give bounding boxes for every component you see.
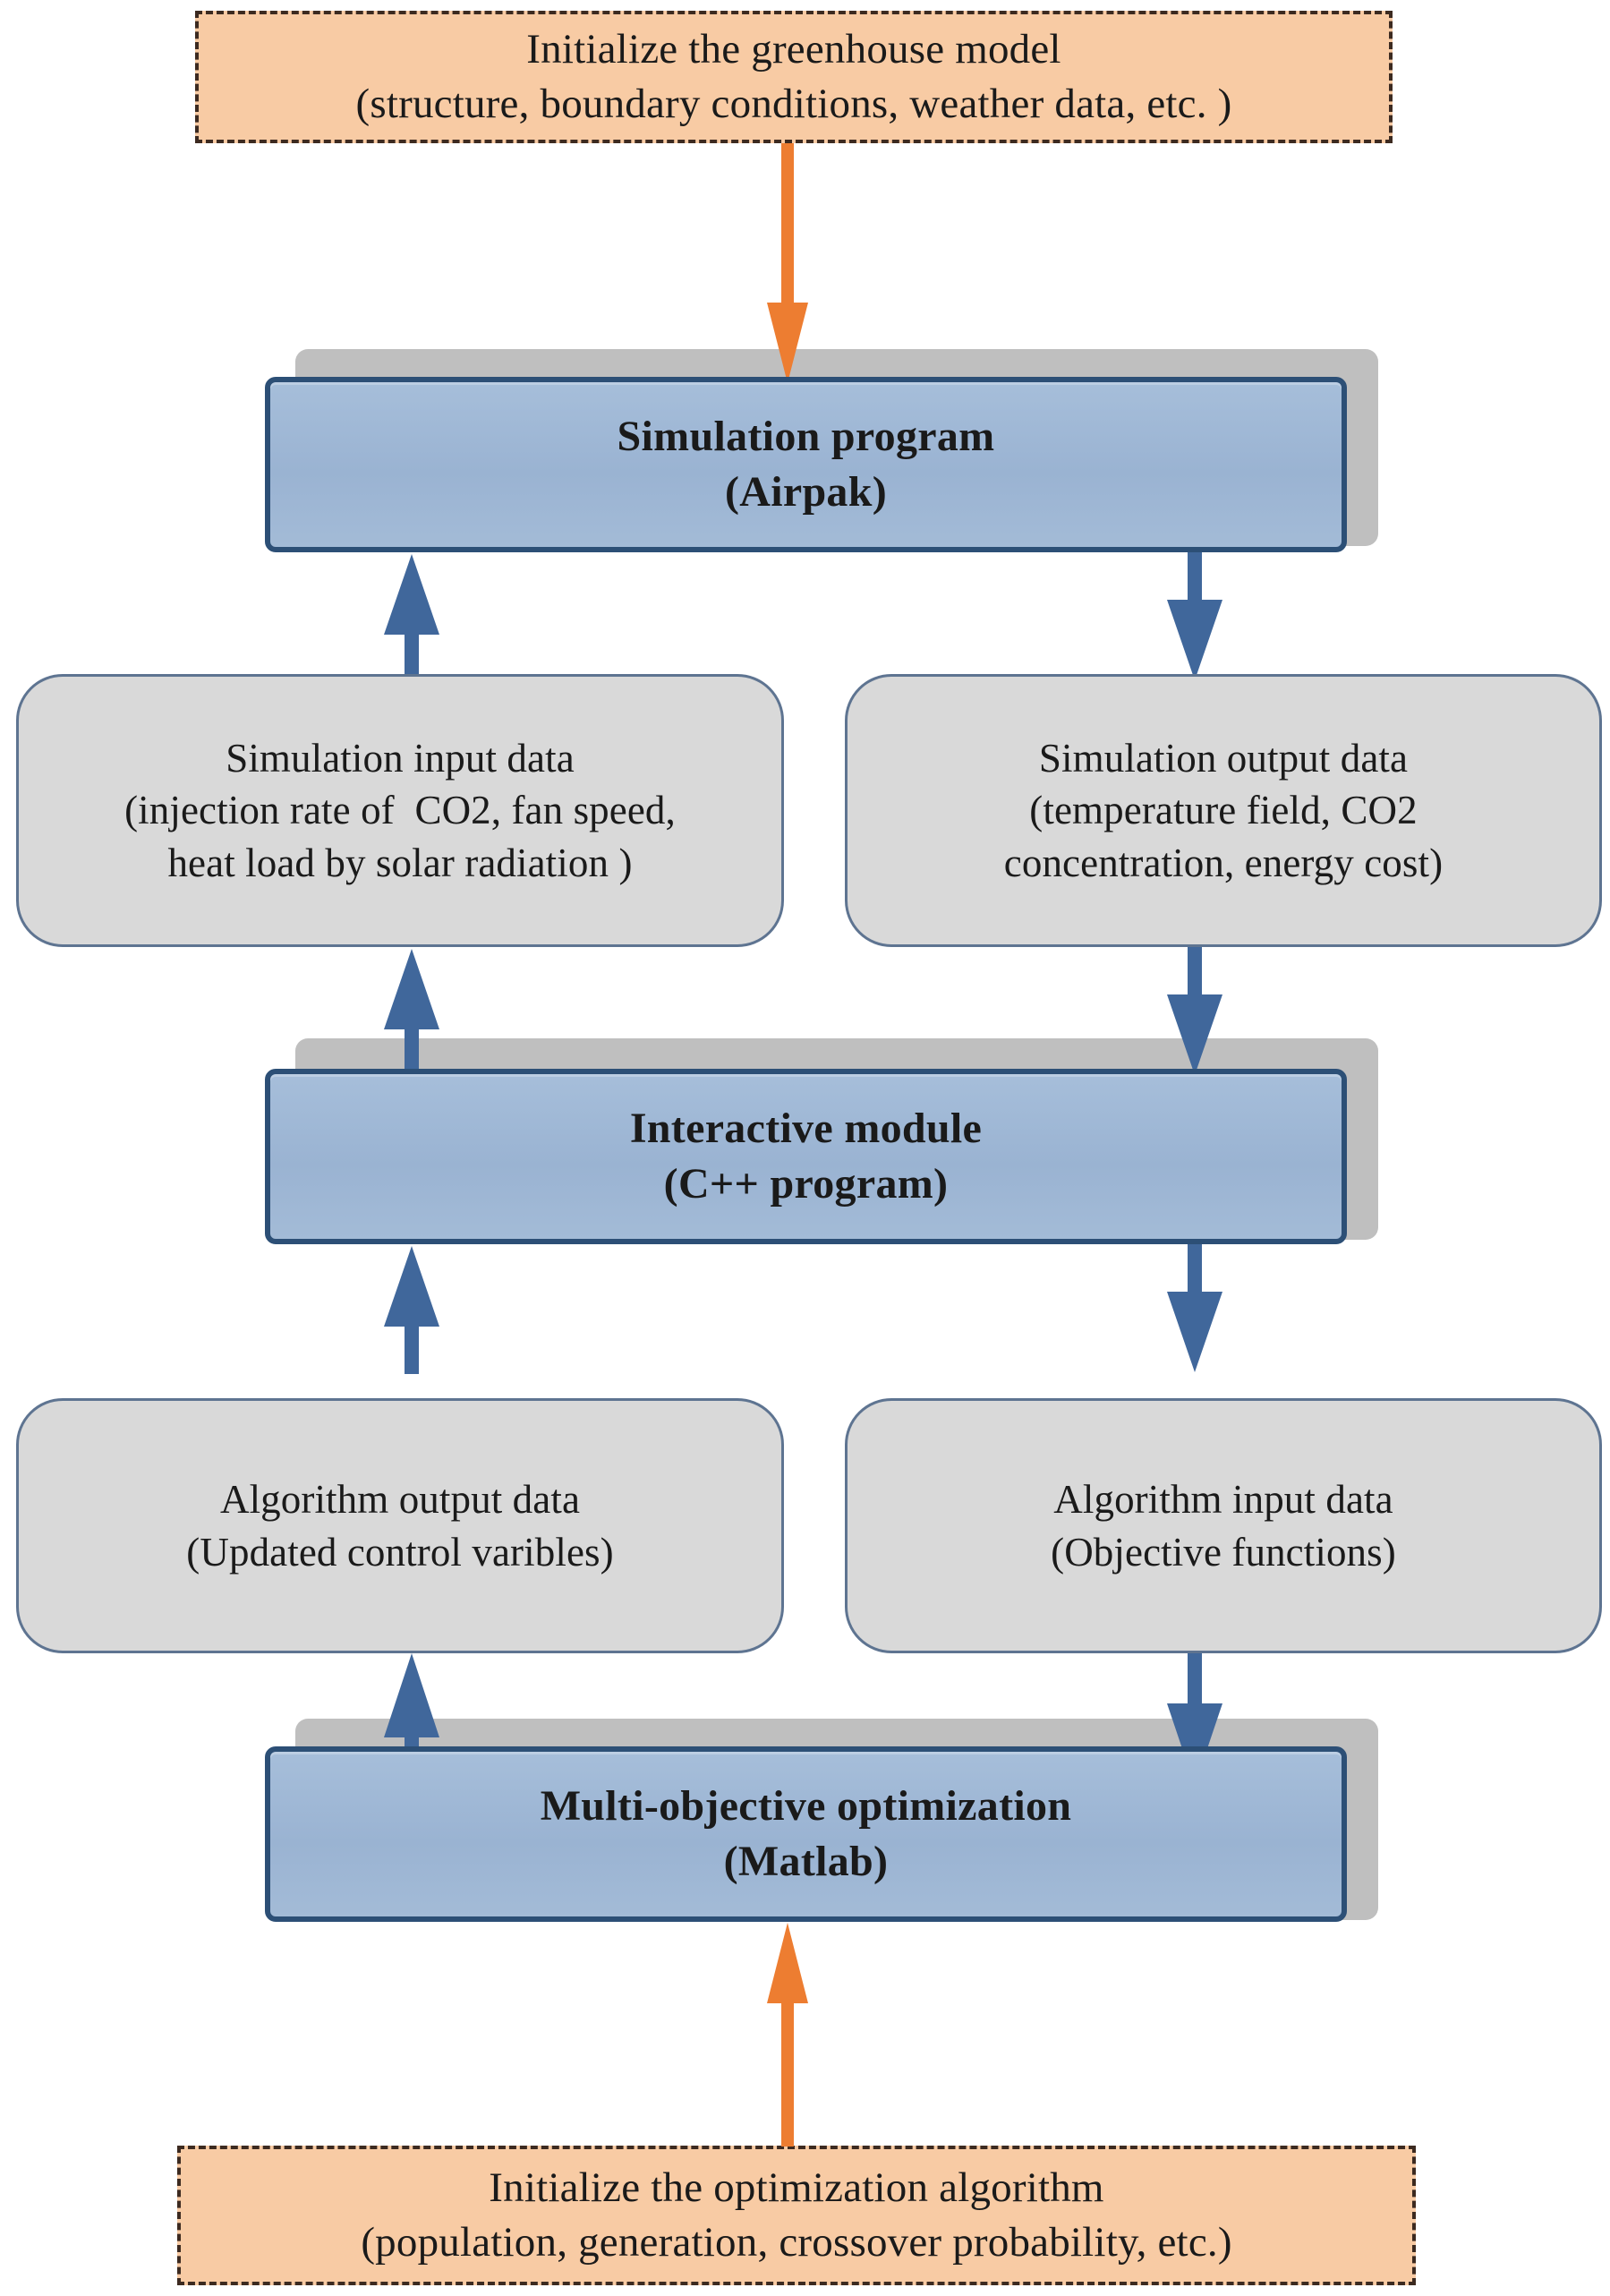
node-line: (population, generation, crossover proba… xyxy=(361,2219,1232,2266)
node-line: heat load by solar radiation ) xyxy=(167,840,633,885)
node-line: (Updated control varibles) xyxy=(186,1529,614,1575)
node-line: Multi-objective optimization xyxy=(540,1781,1072,1830)
arrow-algorithm-output-to-interactive-module xyxy=(362,1244,461,1374)
node-line: Interactive module xyxy=(629,1104,983,1152)
node-init-optimization: Initialize the optimization algorithm (p… xyxy=(177,2146,1416,2285)
arrow-simulation-output-to-interactive-module xyxy=(1146,947,1244,1077)
node-line: Simulation program xyxy=(617,412,995,460)
node-line: Initialize the optimization algorithm xyxy=(489,2164,1104,2211)
arrow-simulation-program-to-simulation-output xyxy=(1146,552,1244,682)
node-simulation-input-data: Simulation input data (injection rate of… xyxy=(16,674,784,947)
node-multi-objective-optimization: Multi-objective optimization (Matlab) xyxy=(265,1746,1347,1922)
node-algorithm-output-data: Algorithm output data (Updated control v… xyxy=(16,1398,784,1653)
node-line: concentration, energy cost) xyxy=(1003,840,1444,885)
node-line: (Objective functions) xyxy=(1051,1529,1396,1575)
node-line: (Matlab) xyxy=(723,1838,889,1885)
node-line: (C++ program) xyxy=(663,1160,949,1208)
arrow-optimization-to-algorithm-output xyxy=(362,1652,461,1788)
node-line: (Airpak) xyxy=(724,468,888,516)
node-init-greenhouse: Initialize the greenhouse model (structu… xyxy=(195,11,1393,143)
node-line: Algorithm input data xyxy=(1053,1477,1393,1522)
node-line: (injection rate of CO2, fan speed, xyxy=(124,788,676,833)
node-simulation-program: Simulation program (Airpak) xyxy=(265,377,1347,552)
node-algorithm-input-data: Algorithm input data (Objective function… xyxy=(845,1398,1602,1653)
node-line: Simulation input data xyxy=(226,735,575,781)
arrow-init-greenhouse-to-simulation-program xyxy=(756,143,819,385)
arrow-interactive-module-to-simulation-input xyxy=(362,947,461,1077)
node-simulation-output-data: Simulation output data (temperature fiel… xyxy=(845,674,1602,947)
node-line: Algorithm output data xyxy=(219,1477,581,1522)
node-line: Simulation output data xyxy=(1038,735,1409,781)
arrow-algorithm-input-to-optimization xyxy=(1146,1652,1244,1788)
node-line: (structure, boundary conditions, weather… xyxy=(355,81,1232,127)
node-interactive-module: Interactive module (C++ program) xyxy=(265,1069,1347,1244)
node-line: (temperature field, CO2 xyxy=(1029,788,1418,833)
node-line: Initialize the greenhouse model xyxy=(526,25,1061,73)
arrow-interactive-module-to-algorithm-input xyxy=(1146,1244,1244,1374)
arrow-init-optimization-to-optimization xyxy=(756,1921,819,2147)
arrow-simulation-input-to-simulation-program xyxy=(362,552,461,682)
